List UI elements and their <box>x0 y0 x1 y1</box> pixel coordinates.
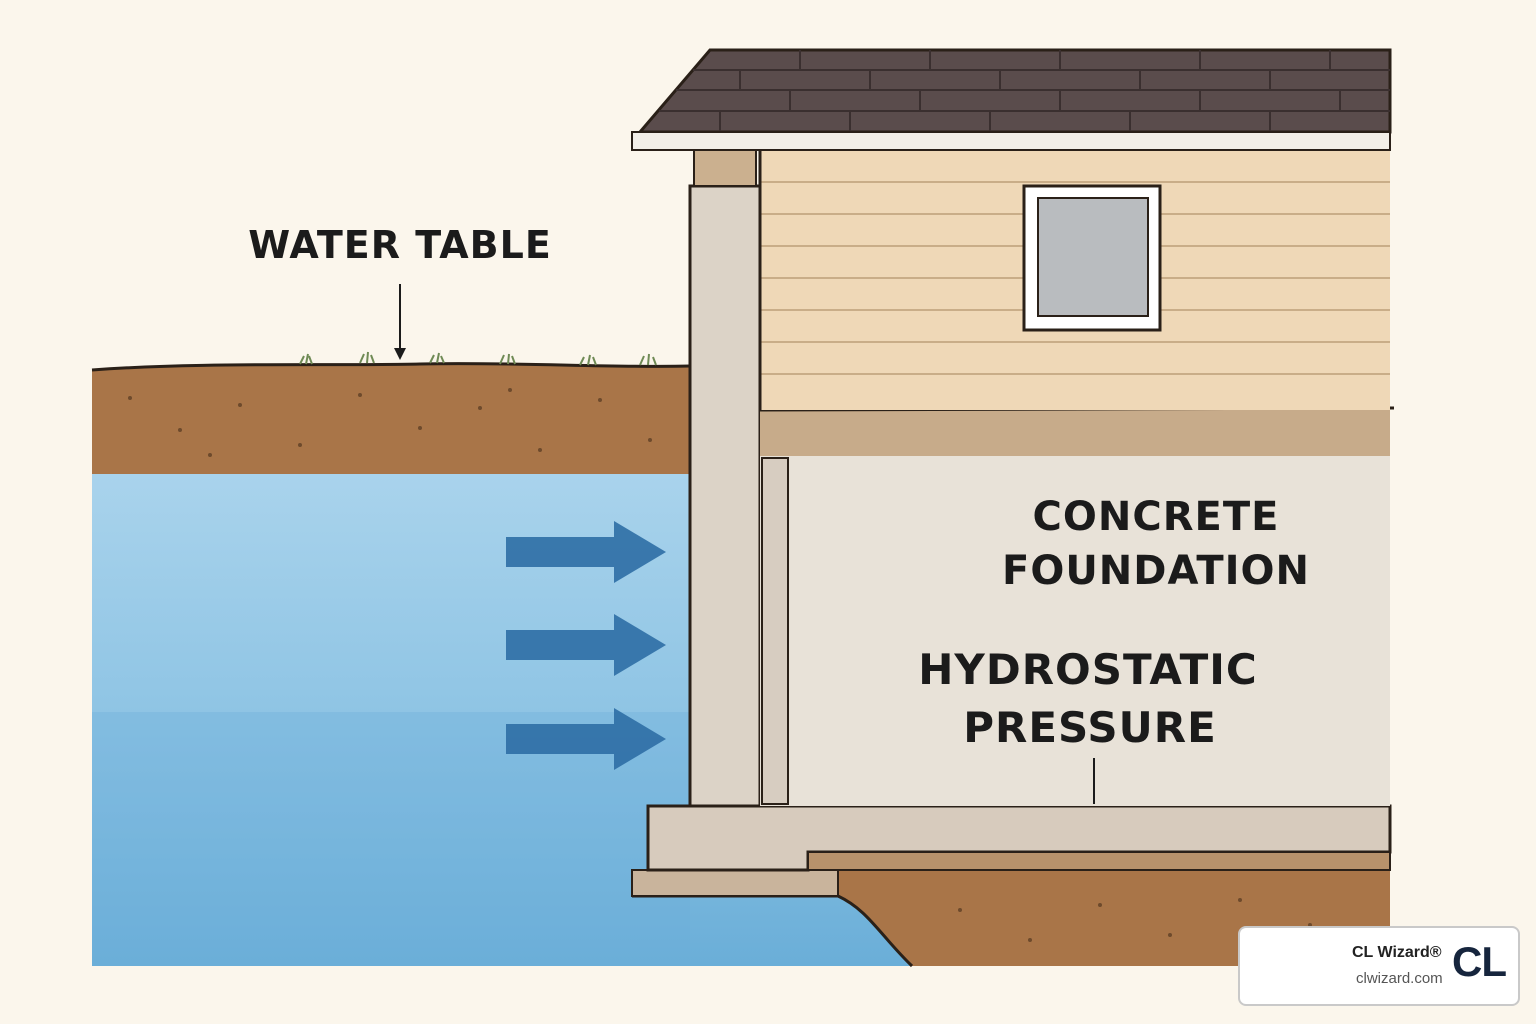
ground-surface-line <box>91 362 691 372</box>
pressure-arrow-icon <box>506 614 666 676</box>
basement-interior <box>760 456 1390 806</box>
slab-base-band <box>807 851 1391 871</box>
pressure-arrow-icon <box>506 708 666 770</box>
roof-shingle-lines <box>659 50 1390 132</box>
brand-url[interactable]: clwizard.com <box>1356 970 1443 987</box>
subsoil-speckles <box>958 898 1312 942</box>
subsoil-edge <box>632 894 914 968</box>
brand-badge[interactable]: CL Wizard® clwizard.com CL <box>1238 926 1520 1006</box>
soil-speckles <box>128 388 652 457</box>
hydrostatic-pressure-label-line1: HYDROSTATIC <box>918 645 1257 694</box>
water-table-arrowhead <box>394 348 406 360</box>
concrete-foundation-label-line2: FOUNDATION <box>1002 548 1310 594</box>
hydrostatic-pressure-label-line2: PRESSURE <box>963 703 1217 752</box>
concrete-foundation-label-line1: CONCRETE <box>1033 494 1280 540</box>
roof-gutter <box>631 131 1391 151</box>
floor-band <box>760 410 1390 456</box>
pressure-arrow-icon <box>506 521 666 583</box>
foundation-wall-cap <box>693 149 757 187</box>
foundation-footing <box>631 869 839 897</box>
topsoil <box>92 363 690 474</box>
water-table-label: WATER TABLE <box>248 223 552 267</box>
basement-inner-wall <box>761 457 789 805</box>
foundation-wall <box>688 184 762 808</box>
window-icon <box>1022 184 1162 332</box>
groundwater-lower-band <box>92 712 690 966</box>
brand-logo: CL <box>1452 938 1507 985</box>
groundwater <box>92 474 912 966</box>
grass-icon <box>299 351 657 366</box>
brand-name: CL Wizard® <box>1352 944 1442 961</box>
